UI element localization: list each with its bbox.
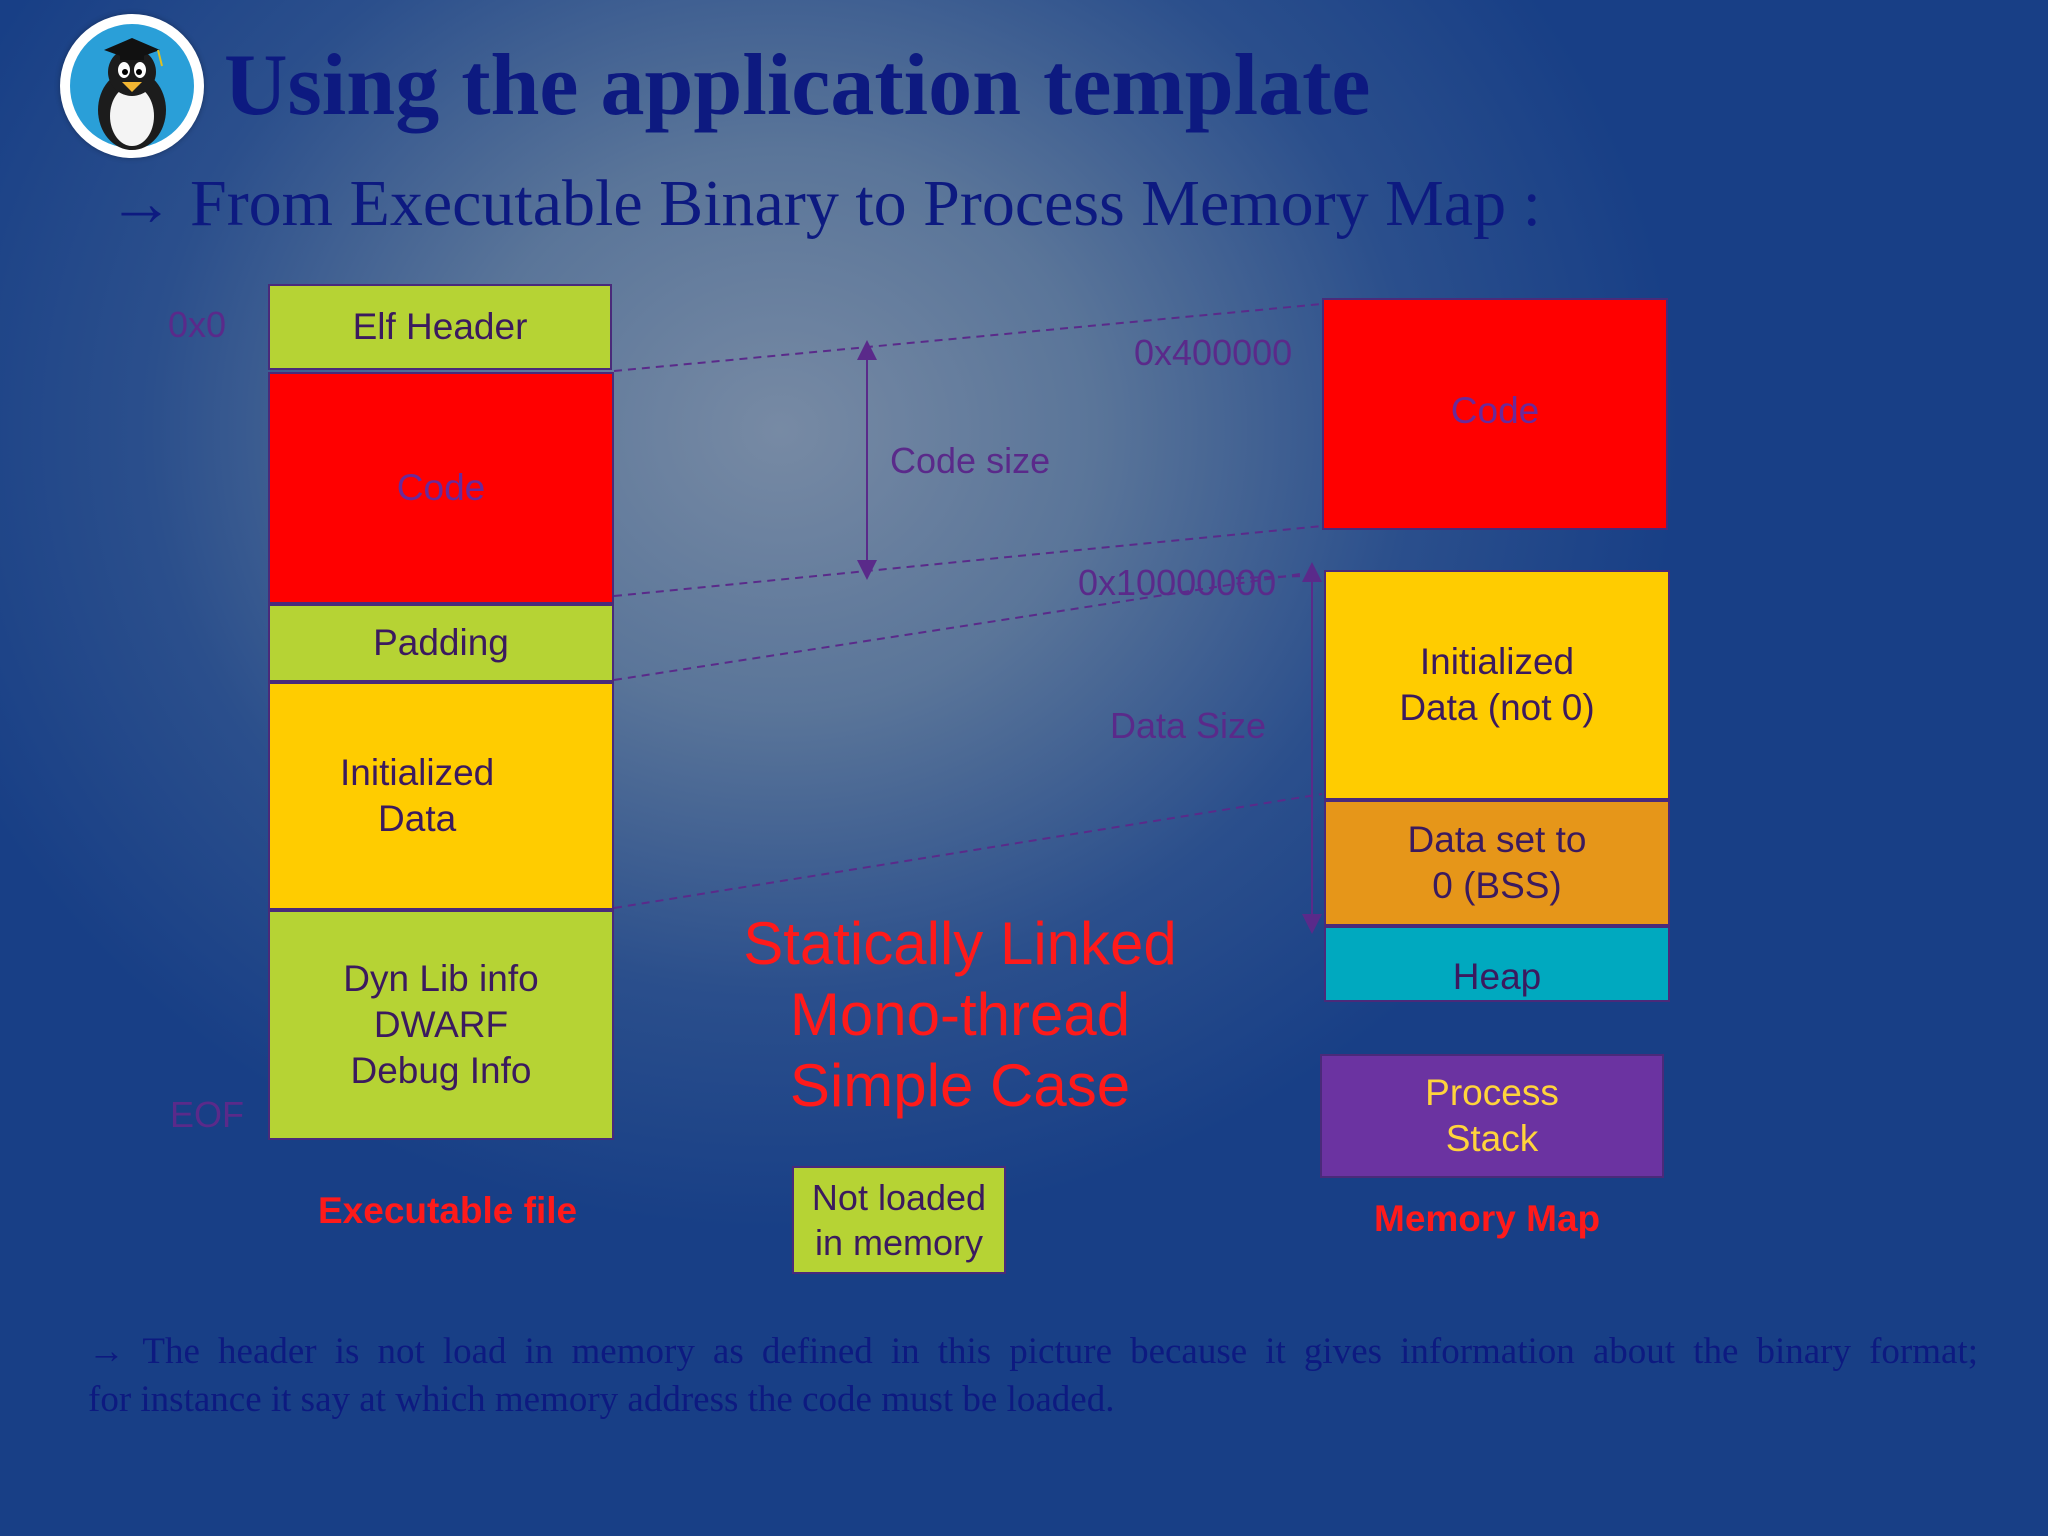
exe-initialized-data-block: Initialized Data: [268, 682, 614, 910]
case-description: Statically Linked Mono-thread Simple Cas…: [743, 910, 1177, 1119]
code-size-label: Code size: [890, 440, 1051, 481]
exe-code-block: Code: [268, 372, 614, 604]
code-start-connector: [613, 303, 1323, 372]
code-address-label: 0x400000: [1134, 332, 1293, 373]
eof-label: EOF: [170, 1094, 245, 1135]
start-address-label: 0x0: [168, 304, 227, 345]
data-start-connector: [613, 573, 1301, 681]
mem-process-stack-block: Process Stack: [1320, 1054, 1664, 1178]
subtitle-text: From Executable Binary to Process Memory…: [190, 167, 1541, 240]
exe-debug-info-block: Dyn Lib info DWARF Debug Info: [268, 910, 614, 1140]
page-subtitle: →From Executable Binary to Process Memor…: [108, 167, 1541, 241]
mem-heap-block: Heap: [1324, 926, 1670, 1002]
code-end-connector: [613, 525, 1323, 597]
data-size-label: Data Size: [1110, 705, 1267, 746]
memory-map-label: Memory Map: [1374, 1198, 1601, 1239]
exe-elf-header-block: Elf Header: [268, 284, 612, 370]
page-title: Using the application template: [224, 37, 1371, 134]
mem-code-block: Code: [1322, 298, 1668, 530]
data-address-guide: [1235, 575, 1307, 579]
not-loaded-legend: Not loaded in memory: [792, 1166, 1006, 1274]
exe-padding-block: Padding: [268, 604, 614, 682]
tux-logo-icon: [60, 14, 204, 158]
executable-file-label: Executable file: [318, 1190, 578, 1231]
data-address-label: 0x10000000: [1078, 562, 1277, 603]
footnote-arrow-icon: →: [88, 1331, 125, 1372]
footnote: → The header is not load in memory as de…: [88, 1328, 1978, 1424]
data-end-connector: [613, 793, 1323, 909]
footnote-line-1: The header is not load in memory as defi…: [142, 1331, 1978, 1372]
arrow-right-icon: →: [108, 167, 174, 240]
mem-initialized-data-block: Initialized Data (not 0): [1324, 570, 1670, 800]
mem-bss-block: Data set to 0 (BSS): [1324, 800, 1670, 926]
footnote-line-2: for instance it say at which memory addr…: [88, 1379, 1115, 1420]
